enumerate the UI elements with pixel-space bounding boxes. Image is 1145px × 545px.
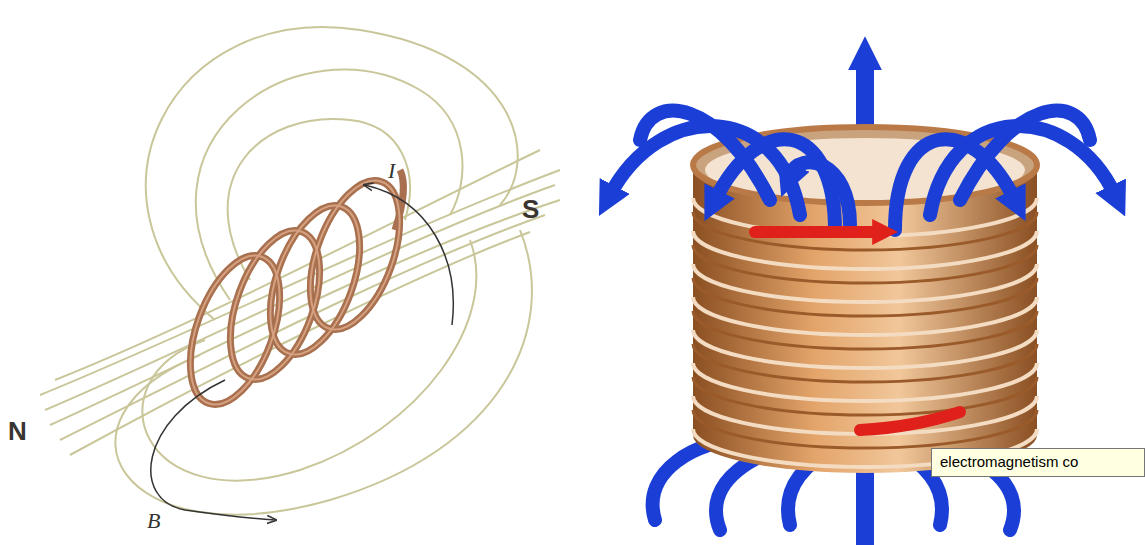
current-label: I bbox=[388, 160, 395, 182]
field-lines bbox=[40, 27, 560, 515]
current-arrow bbox=[860, 412, 960, 430]
field-label: B bbox=[147, 510, 160, 532]
current-arrow bbox=[755, 226, 880, 238]
pole-label: S bbox=[522, 196, 539, 222]
coil-highlight bbox=[173, 169, 418, 417]
solenoid-coil bbox=[173, 169, 418, 417]
current-arrow bbox=[365, 185, 453, 325]
field-lines bbox=[610, 111, 1115, 230]
tooltip-box: electromagnetism co bbox=[931, 448, 1145, 477]
field-arrow bbox=[151, 380, 275, 520]
pole-label: N bbox=[8, 418, 27, 444]
tooltip-text: electromagnetism co bbox=[940, 453, 1136, 471]
electromagnet-coil bbox=[693, 127, 1037, 473]
